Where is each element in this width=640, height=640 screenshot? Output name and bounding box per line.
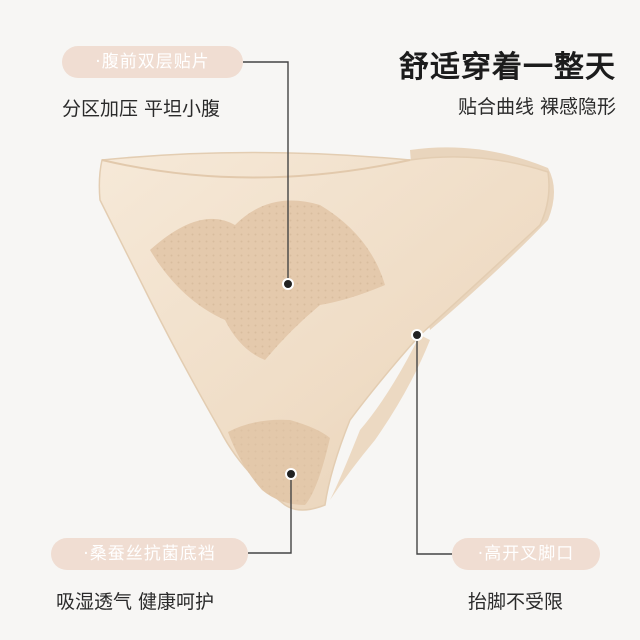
- callout-dot-leg: [411, 329, 423, 341]
- feature-label-leg: ·高开叉脚口: [452, 538, 600, 570]
- feature-desc-leg: 抬脚不受限: [468, 591, 564, 613]
- feature-label-panel: ·腹前双层贴片: [62, 46, 243, 78]
- callout-line-gusset: [248, 474, 292, 554]
- feature-desc-gusset: 吸湿透气 健康呵护: [56, 591, 215, 613]
- headline-subtitle: 贴合曲线 裸感隐形: [457, 96, 616, 118]
- callout-line-panel: [243, 61, 289, 284]
- callout-line-leg: [416, 335, 452, 555]
- callout-dot-panel: [282, 278, 294, 290]
- headline-title: 舒适穿着一整天: [399, 50, 616, 85]
- callout-dot-gusset: [285, 468, 297, 480]
- feature-label-gusset: ·桑蚕丝抗菌底裆: [51, 538, 248, 570]
- feature-desc-panel: 分区加压 平坦小腹: [62, 98, 221, 120]
